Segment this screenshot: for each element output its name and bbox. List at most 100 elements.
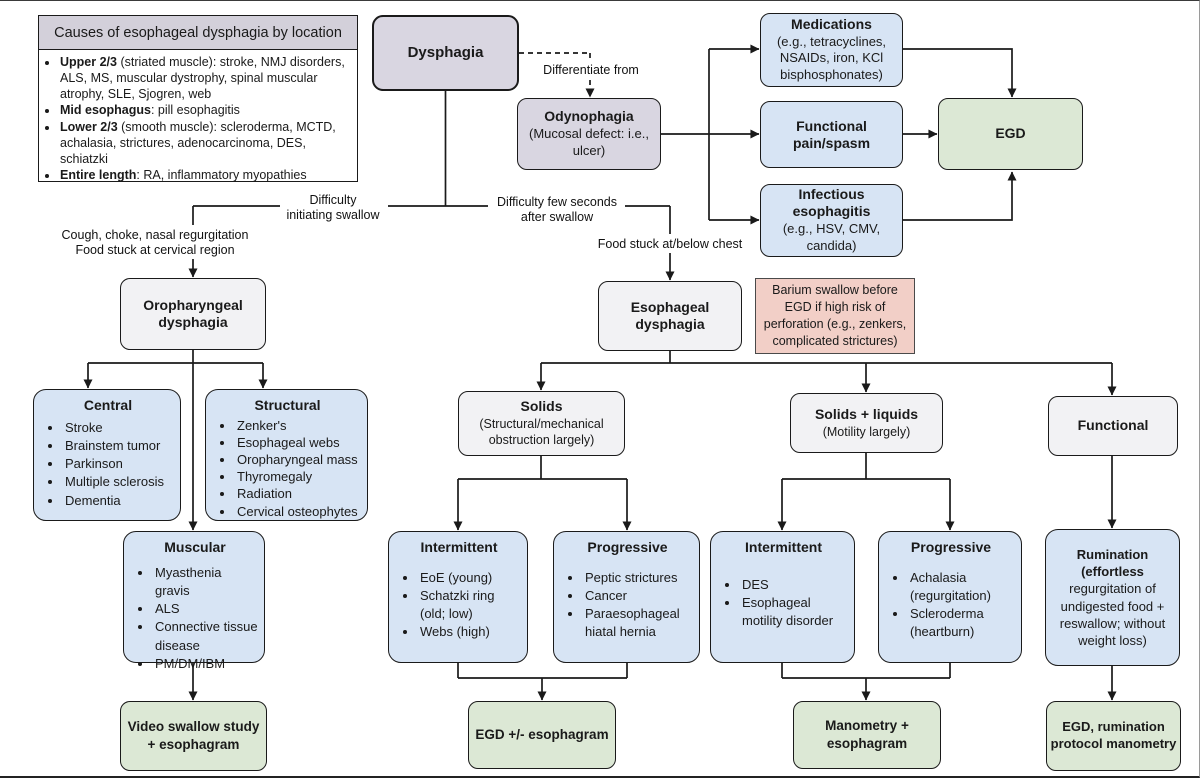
list-item: Achalasia (regurgitation) [908,569,1015,605]
legend-item-bold: Entire length [60,168,137,183]
list-item: Scleroderma (heartburn) [908,605,1015,641]
list-item: ALS [153,600,258,618]
list-item: Cervical osteophytes [235,503,361,520]
node-dysphagia-label: Dysphagia [407,43,484,61]
list-item: Peptic strictures [583,569,693,587]
list-item: Oropharyngeal mass [235,451,361,468]
list-item: Brainstem tumor [63,437,174,455]
node-egd-rumination-label: EGD, rumination protocol manometry [1050,719,1177,751]
edge-label-difficulty-initiating: Difficulty initiating swallow [270,193,396,223]
node-solids: Solids (Structural/mechanical obstructio… [458,391,625,456]
legend-item-text: (smooth muscle): scleroderma, MCTD, acha… [60,120,336,166]
node-muscular-title: Muscular [164,539,226,555]
node-muscular: Muscular Myasthenia gravis ALS Connectiv… [123,531,265,671]
node-barium-note: Barium swallow before EGD if high risk o… [755,278,915,354]
node-central: Central Stroke Brainstem tumor Parkinson… [33,389,181,521]
legend-item: Lower 2/3 (smooth muscle): scleroderma, … [59,120,353,167]
list-item: Stroke [63,419,174,437]
node-central-title: Central [83,397,133,413]
legend-item-text: : RA, inflammatory myopathies [136,168,307,183]
node-progressive-motility-title: Progressive [910,539,992,555]
list-item: PM/DM/IBM [153,655,258,673]
list-item: DES [740,576,848,594]
node-infectious-subtitle: (e.g., HSV, CMV, candida) [782,220,881,253]
list-item: Parkinson [63,455,174,473]
node-medications-title: Medications [791,15,872,32]
node-solids-liquids-title: Solids + liquids [814,405,919,422]
list-item: Connective tissue disease [153,618,258,654]
node-video-swallow-study: Video swallow study + esophagram [120,701,267,771]
edge-label-line: Difficulty few seconds [497,195,617,209]
node-manometry-label: Manometry + esophagram [825,718,909,751]
progressive-solids-list: Peptic strictures Cancer Paraesophageal … [562,569,693,642]
list-item: Zenker's [235,417,361,434]
node-solids-liquids-subtitle: (Motility largely) [822,424,911,439]
node-medications: Medications (e.g., tetracyclines, NSAIDs… [760,13,903,87]
legend-title: Causes of esophageal dysphagia by locati… [39,16,357,50]
node-manometry: Manometry + esophagram [793,701,941,769]
edge-label-line: Food stuck at cervical region [75,242,235,257]
node-infectious-esophagitis: Infectious esophagitis (e.g., HSV, CMV, … [760,184,903,257]
node-egd-rumination: EGD, rumination protocol manometry [1046,701,1181,771]
node-odynophagia: Odynophagia (Mucosal defect: i.e., ulcer… [517,98,661,170]
legend-item-bold: Lower 2/3 [60,120,118,134]
list-item: EoE (young) [418,569,521,587]
legend-item-bold: Upper 2/3 [60,55,117,69]
node-functional-pain-title: Functional pain/spasm [792,117,871,151]
node-esophageal-dysphagia: Esophageal dysphagia [598,281,742,351]
edge-label-line: after swallow [520,209,594,224]
node-egd: EGD [938,98,1083,170]
node-dysphagia: Dysphagia [372,15,519,91]
list-item: Radiation [235,485,361,502]
node-egd-esophagram-label: EGD +/- esophagram [475,727,609,743]
edge-label-differentiate-from: Differentiate from [543,63,639,77]
node-solids-subtitle: (Structural/mechanical obstruction large… [479,417,604,448]
legend-item-text: (striated muscle): stroke, NMJ disorders… [60,55,345,101]
node-intermittent-motility: Intermittent DES Esophageal motility dis… [710,531,855,663]
edge-label-food-stuck-chest: Food stuck at/below chest [597,237,743,251]
node-functional: Functional [1048,396,1178,456]
central-list: Stroke Brainstem tumor Parkinson Multipl… [42,419,174,510]
node-intermittent-motility-title: Intermittent [745,539,822,555]
node-solids-liquids: Solids + liquids (Motility largely) [790,393,943,453]
node-intermittent-solids-title: Intermittent [420,539,498,555]
list-item: Schatzki ring (old; low) [418,587,521,623]
list-item: Multiple sclerosis [63,473,174,491]
node-odynophagia-title: Odynophagia [544,108,634,125]
rumination-text: Rumination (effortless regurgitation of … [1054,546,1171,650]
list-item: Myasthenia gravis [153,564,258,600]
edge-label-line: initiating swallow [286,207,380,222]
rumination-bold: Rumination (effortless [1076,546,1149,579]
node-video-swallow-label: Video swallow study + esophagram [127,719,260,752]
node-oropharyngeal-label: Oropharyngeal dysphagia [143,296,243,331]
node-oropharyngeal-dysphagia: Oropharyngeal dysphagia [120,278,266,350]
list-item: Esophageal motility disorder [740,594,848,630]
node-egd-label: EGD [995,125,1026,142]
node-medications-subtitle: (e.g., tetracyclines, NSAIDs, iron, KCl … [776,33,887,83]
node-infectious-title: Infectious esophagitis [792,186,871,220]
list-item: Esophageal webs [235,434,361,451]
list-item: Paraesophageal hiatal hernia [583,605,693,641]
legend-box: Causes of esophageal dysphagia by locati… [38,15,358,182]
edge-label-line: Difficulty [309,193,357,207]
edge-label-difficulty-after: Difficulty few seconds after swallow [488,195,626,225]
legend-item: Entire length: RA, inflammatory myopathi… [59,168,353,184]
node-structural: Structural Zenker's Esophageal webs Orop… [205,389,368,521]
node-esophageal-label: Esophageal dysphagia [630,298,710,333]
intermittent-motility-list: DES Esophageal motility disorder [719,576,848,631]
legend-list: Upper 2/3 (striated muscle): stroke, NMJ… [39,55,357,184]
muscular-list: Myasthenia gravis ALS Connective tissue … [132,564,258,673]
node-progressive-motility: Progressive Achalasia (regurgitation) Sc… [878,531,1022,663]
barium-note-text: Barium swallow before EGD if high risk o… [763,282,907,349]
node-structural-title: Structural [254,397,321,413]
rumination-rest: regurgitation of undigested food + reswa… [1059,581,1166,649]
node-functional-pain: Functional pain/spasm [760,101,903,168]
legend-item: Upper 2/3 (striated muscle): stroke, NMJ… [59,55,353,102]
intermittent-solids-list: EoE (young) Schatzki ring (old; low) Web… [397,569,521,642]
node-odynophagia-subtitle: (Mucosal defect: i.e., ulcer) [529,126,649,158]
edge-label-cough-choke: Cough, choke, nasal regurgitation Food s… [12,228,298,258]
node-solids-title: Solids [520,398,563,415]
progressive-motility-list: Achalasia (regurgitation) Scleroderma (h… [887,569,1015,642]
